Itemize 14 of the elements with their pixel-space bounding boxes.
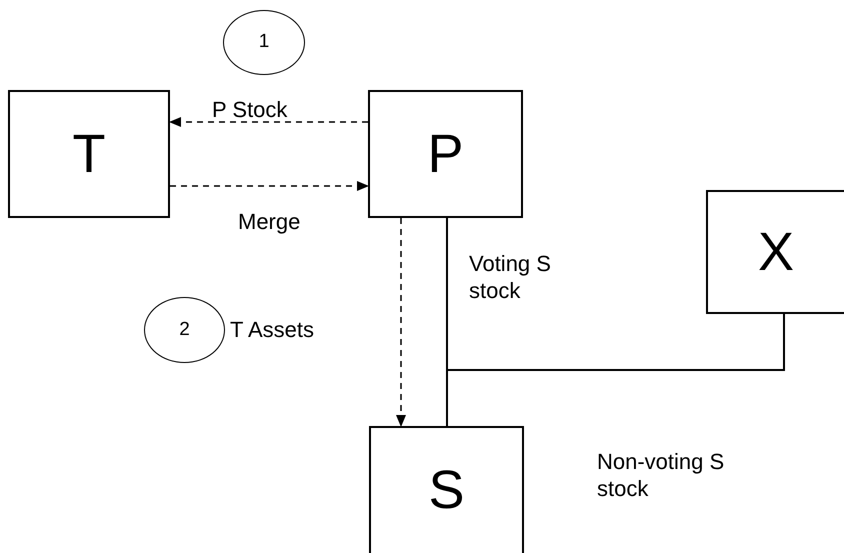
edge-label: Merge [238, 208, 302, 235]
entity-box: P [368, 90, 523, 218]
entity-box: T [8, 90, 170, 218]
entity-box: S [369, 426, 524, 553]
dashed-arrow [396, 218, 406, 427]
edge-label: Non-voting S stock [597, 448, 726, 502]
number-ellipse: 2 [144, 297, 225, 363]
dashed-arrow [170, 181, 369, 191]
dashed-arrow [169, 117, 368, 127]
edge-label: Voting S stock [469, 250, 552, 304]
edge-label: T Assets [230, 316, 315, 343]
number-ellipse: 1 [223, 10, 305, 75]
entity-box: X [706, 190, 844, 314]
edge-label: P Stock [212, 96, 288, 123]
